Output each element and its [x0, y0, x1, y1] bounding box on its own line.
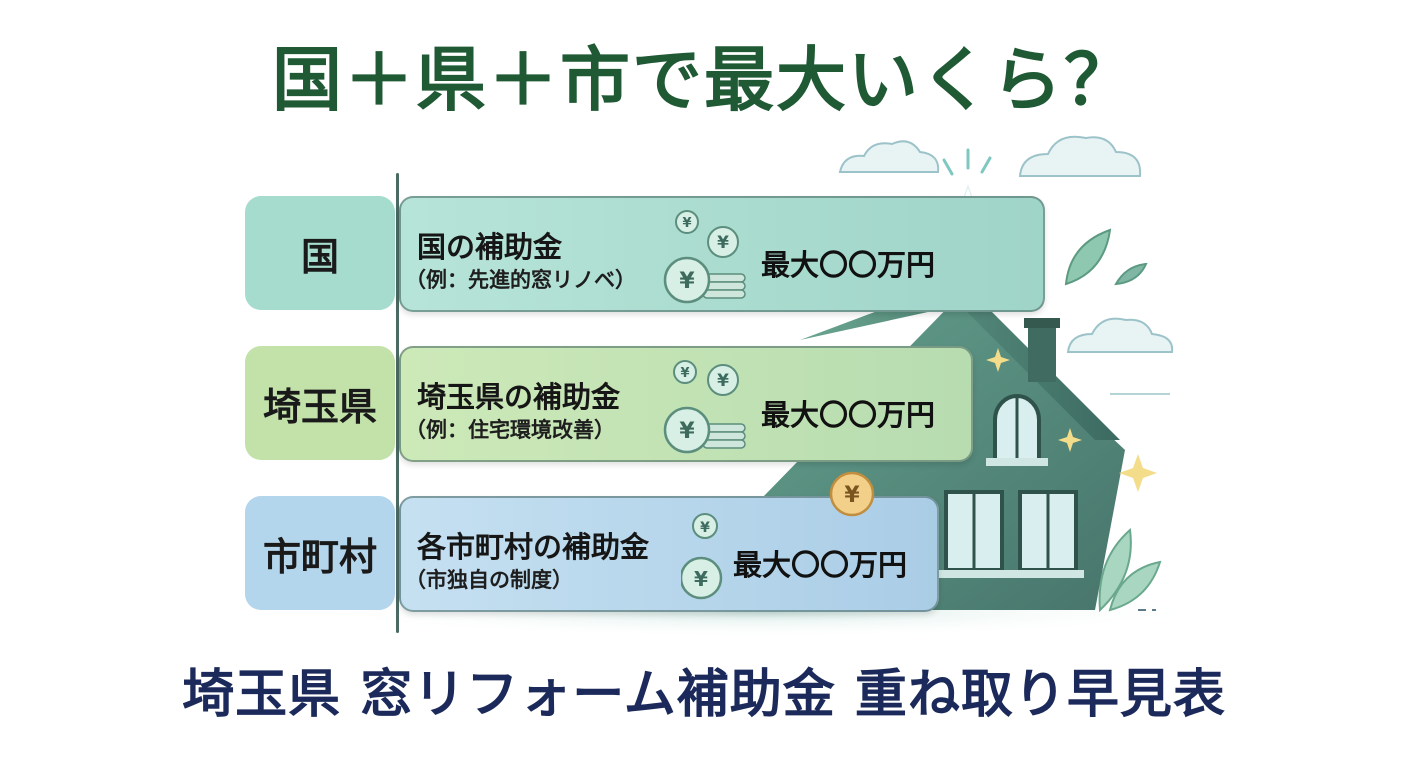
- row-label-national: 国: [245, 196, 395, 310]
- yen-coin-icon: ¥: [829, 471, 875, 517]
- cloud-icon: [1066, 317, 1174, 353]
- yen-coin-icon: ¥ ¥: [681, 513, 723, 600]
- row-subtitle: （例：先進的窓リノベ）: [405, 268, 636, 292]
- yen-symbol: ¥: [844, 483, 860, 508]
- headline: 国＋県＋市で最大いくら？: [272, 39, 1136, 121]
- row-subtitle: （市独自の制度）: [405, 568, 573, 592]
- timeline-line: [396, 173, 399, 633]
- yen-symbol: ¥: [717, 371, 729, 391]
- row-amount: 最大〇〇万円: [761, 248, 936, 282]
- footer-title: 埼玉県 窓リフォーム補助金 重ね取り早見表: [182, 665, 1226, 725]
- yen-symbol: ¥: [680, 366, 689, 381]
- row-amount: 最大〇〇万円: [733, 548, 908, 582]
- row-title: 各市町村の補助金: [417, 530, 650, 564]
- yen-symbol: ¥: [700, 520, 710, 536]
- yen-symbol: ¥: [717, 233, 729, 253]
- row-amount: 最大〇〇万円: [761, 398, 936, 432]
- row-subtitle: （例：住宅環境改善）: [405, 418, 615, 442]
- yen-symbol: ¥: [679, 269, 695, 294]
- row-title: 埼玉県の補助金: [417, 380, 621, 414]
- leaf-icon: [1064, 228, 1148, 286]
- row-label-prefecture: 埼玉県: [245, 346, 395, 460]
- row-detail-national: 国の補助金 （例：先進的窓リノベ） 最大〇〇万円 ¥ ¥ ¥: [399, 196, 1045, 312]
- yen-symbol: ¥: [694, 567, 708, 591]
- plant-icon: [1098, 528, 1162, 613]
- row-detail-municipal: 各市町村の補助金 （市独自の制度） 最大〇〇万円 ¥ ¥: [399, 496, 939, 612]
- yen-coin-icon: ¥ ¥ ¥: [663, 360, 746, 454]
- sparkle-icon: [942, 148, 992, 176]
- sparkle-icon: [986, 348, 1157, 492]
- row-detail-prefecture: 埼玉県の補助金 （例：住宅環境改善） 最大〇〇万円 ¥ ¥ ¥: [399, 346, 973, 462]
- row-title: 国の補助金: [417, 230, 563, 264]
- cloud-icon: [1018, 135, 1142, 177]
- yen-symbol: ¥: [682, 216, 691, 231]
- yen-coin-icon: ¥ ¥ ¥: [663, 210, 746, 304]
- yen-symbol: ¥: [679, 419, 695, 444]
- row-label-municipal: 市町村: [245, 496, 395, 610]
- cloud-icon: [838, 140, 940, 173]
